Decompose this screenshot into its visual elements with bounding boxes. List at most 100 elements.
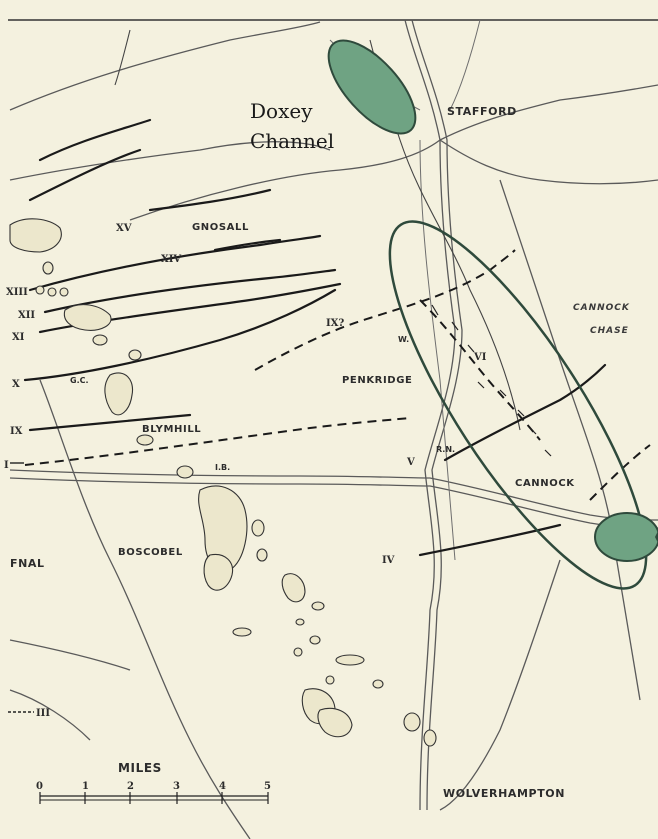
road-southwest-2 <box>9 689 91 741</box>
railway-main <box>419 139 456 561</box>
scale-tick-label: 4 <box>219 781 226 792</box>
moraine-line-x <box>23 288 337 382</box>
moraine-line-xii <box>43 268 337 314</box>
road-west-1 <box>9 141 331 181</box>
place-label-wolverhampton: WOLVERHAMPTON <box>443 787 565 800</box>
drift-patch <box>295 618 305 626</box>
scale-bar: MILES 0 1 2 3 4 5 <box>36 761 271 804</box>
moraine-line-xiii <box>28 234 322 292</box>
road-watling-street <box>9 469 658 521</box>
site-label-ib: I.B. <box>215 463 230 472</box>
scale-tick-label: 5 <box>264 781 271 792</box>
road-shifnal <box>9 639 131 671</box>
drift-patch <box>372 679 384 689</box>
drift-patch <box>293 647 303 657</box>
penk-valley-highlight-ellipse <box>388 220 648 590</box>
valley-dash <box>499 389 507 397</box>
river-north <box>114 29 131 86</box>
drift-patch <box>281 573 306 603</box>
drift-patch <box>136 434 154 446</box>
drift-patch <box>256 548 268 562</box>
valley-dash <box>451 321 459 331</box>
annotation-line-2: Channel <box>250 129 334 153</box>
place-label-stafford: STAFFORD <box>447 105 517 118</box>
cannock-highlight-pointer <box>655 531 658 543</box>
drift-patch <box>92 334 108 346</box>
moraine-label-xii: XII <box>18 310 35 321</box>
drift-patch <box>423 729 437 747</box>
drift-patch <box>35 285 45 295</box>
moraine-label-v: V <box>406 457 415 468</box>
moraine-label-ix: IX <box>10 426 23 437</box>
valley-dash <box>431 304 439 316</box>
moraine-line-2 <box>28 148 142 202</box>
moraine-label-xiii: XIII <box>6 287 28 298</box>
place-label-cannock-chase-2: CHASE <box>590 326 629 336</box>
moraine-label-iii: III <box>36 708 50 719</box>
drift-patch-west <box>9 218 62 253</box>
moraine-line-xv <box>148 188 272 212</box>
annotation-line-1: Doxey <box>250 99 313 123</box>
moraine-line-v <box>443 363 607 462</box>
site-labels: G.C. I.B. R.N. W. <box>70 335 455 472</box>
place-label-gnosall: GNOSALL <box>192 222 249 233</box>
drift-patch <box>176 465 194 479</box>
moraine-label-i: I <box>4 460 9 471</box>
drift-patch <box>403 712 421 732</box>
place-label-penkridge: PENKRIDGE <box>342 375 412 386</box>
moraine-label-xv: XV <box>116 223 132 234</box>
annotation: Doxey Channel <box>250 99 334 153</box>
valley-dash <box>467 344 475 353</box>
drift-patches <box>9 218 437 747</box>
doxey-channel-highlight <box>327 39 417 135</box>
place-labels: STAFFORD GNOSALL PENKRIDGE CANNOCK CANNO… <box>10 105 630 800</box>
moraine-line-east <box>589 444 651 501</box>
moraine-line-xiv <box>213 238 282 252</box>
moraine-line-ix-q <box>254 249 516 371</box>
drift-patch <box>104 372 134 416</box>
drift-patch <box>128 349 142 361</box>
valley-dash <box>517 409 525 417</box>
place-label-blymhill: BLYMHILL <box>142 424 201 435</box>
drift-patch <box>251 519 265 537</box>
valley-dash <box>529 427 537 435</box>
drift-patch <box>311 601 325 611</box>
drift-patch <box>232 627 252 637</box>
moraine-label-xiv: XIV <box>161 254 181 265</box>
place-label-cannock: CANNOCK <box>515 478 575 489</box>
valley-dashes <box>431 304 552 457</box>
moraine-label-xi: XI <box>12 332 25 343</box>
scale-tick-label: 3 <box>173 781 180 792</box>
drift-patch <box>59 287 69 297</box>
road-northwest <box>9 21 321 111</box>
road-gnosall-stafford <box>129 139 441 221</box>
valley-dash <box>477 381 485 389</box>
drift-patch <box>47 287 57 297</box>
drift-patch <box>335 654 365 666</box>
scale-tick-label: 2 <box>127 781 134 792</box>
road-cannock-north <box>499 179 641 701</box>
scale-tick-label: 0 <box>36 781 43 792</box>
moraine-line-iv <box>418 523 562 557</box>
cannock-highlight <box>594 512 658 562</box>
moraine-label-vi: VI <box>473 352 487 363</box>
site-label-w: W. <box>398 335 409 344</box>
scale-tick-label: 1 <box>82 781 89 792</box>
drift-patch <box>317 707 353 738</box>
site-label-rn: R.N. <box>436 445 455 454</box>
moraine-line-ix <box>28 413 192 432</box>
road-east <box>439 139 658 185</box>
moraine-labels: XV XIV XIII XII XI X IX IX? VI V IV III … <box>4 223 487 719</box>
valley-dash <box>544 449 552 457</box>
road-north-south-parallel <box>411 19 463 811</box>
place-label-shifnal: FNAL <box>10 557 45 570</box>
moraine-label-iv: IV <box>382 555 395 566</box>
place-label-cannock-chase-1: CANNOCK <box>573 303 630 313</box>
railway-north <box>449 19 481 111</box>
drift-patch <box>63 304 112 331</box>
site-label-gc: G.C. <box>70 376 89 385</box>
road-watling-street-parallel <box>9 477 658 529</box>
moraine-line-1 <box>38 118 152 162</box>
road-northeast <box>439 84 658 141</box>
